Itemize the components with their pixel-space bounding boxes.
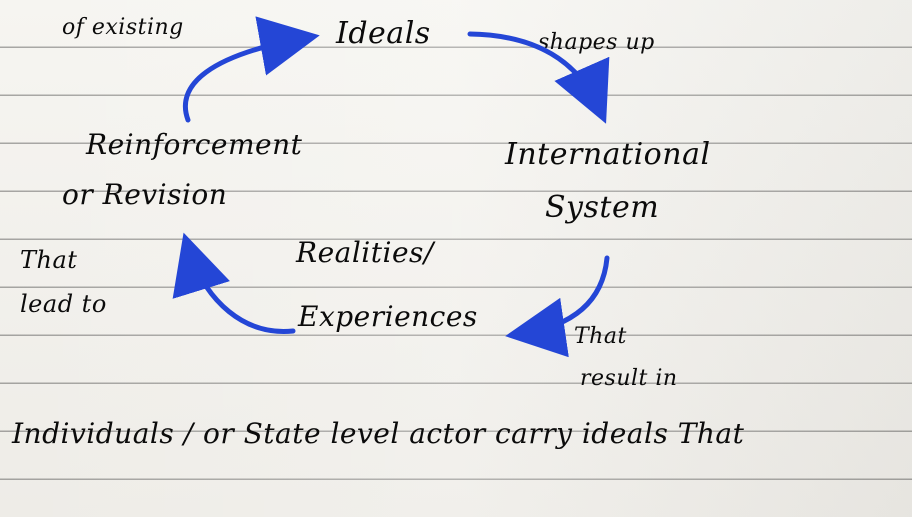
arrow-ideals-to-system: [467, 31, 610, 124]
node-ideals: Ideals: [336, 16, 431, 51]
edge-label-that-lead-to-line-1: That: [20, 246, 78, 274]
footer-sentence: Individuals / or State level actor carry…: [12, 417, 745, 450]
arrow-reinforcement-to-ideals: [182, 16, 320, 123]
edge-label-that-result-in-line-2: result in: [580, 366, 678, 391]
node-reinforcement-line-1: Reinforcement: [86, 128, 303, 161]
edge-label-that-result-in-line-1: That: [574, 324, 627, 349]
edge-label-of-existing: of existing: [62, 15, 184, 40]
edge-label-shapes-up: shapes up: [538, 30, 655, 55]
arrow-system-to-realities: [505, 255, 610, 358]
edge-label-that-lead-to-line-2: lead to: [20, 290, 107, 318]
arrow-realities-to-reinforcement: [172, 232, 296, 334]
node-realities-experiences-line-1: Realities/: [296, 236, 434, 269]
node-realities-experiences-line-2: Experiences: [298, 300, 478, 333]
node-international-system-line-1: International: [505, 137, 711, 172]
node-reinforcement-line-2: or Revision: [62, 178, 228, 211]
node-international-system-line-2: System: [545, 190, 660, 225]
